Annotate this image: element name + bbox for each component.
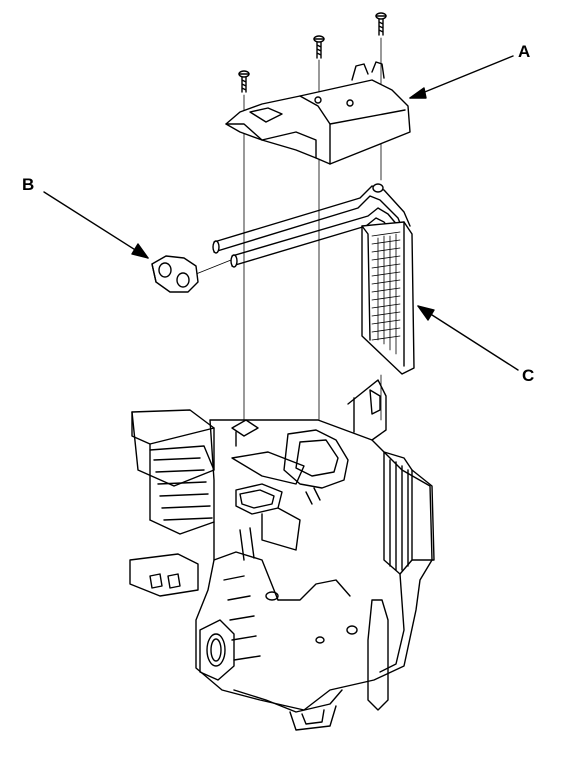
leader-arrow-b [43,191,149,259]
screw-left [238,70,250,93]
screw-right [375,12,387,36]
screw-middle [313,35,325,59]
leader-arrow-a [409,55,514,99]
callout-label-c: C [522,366,535,385]
grommet-part-b [151,255,199,293]
callout-label-b: B [22,175,35,194]
heater-core-part-c [212,183,415,375]
leader-arrow-c [417,305,519,371]
heater-unit-housing [129,379,435,731]
cover-part-a [225,61,411,165]
callout-label-a: A [518,42,531,61]
